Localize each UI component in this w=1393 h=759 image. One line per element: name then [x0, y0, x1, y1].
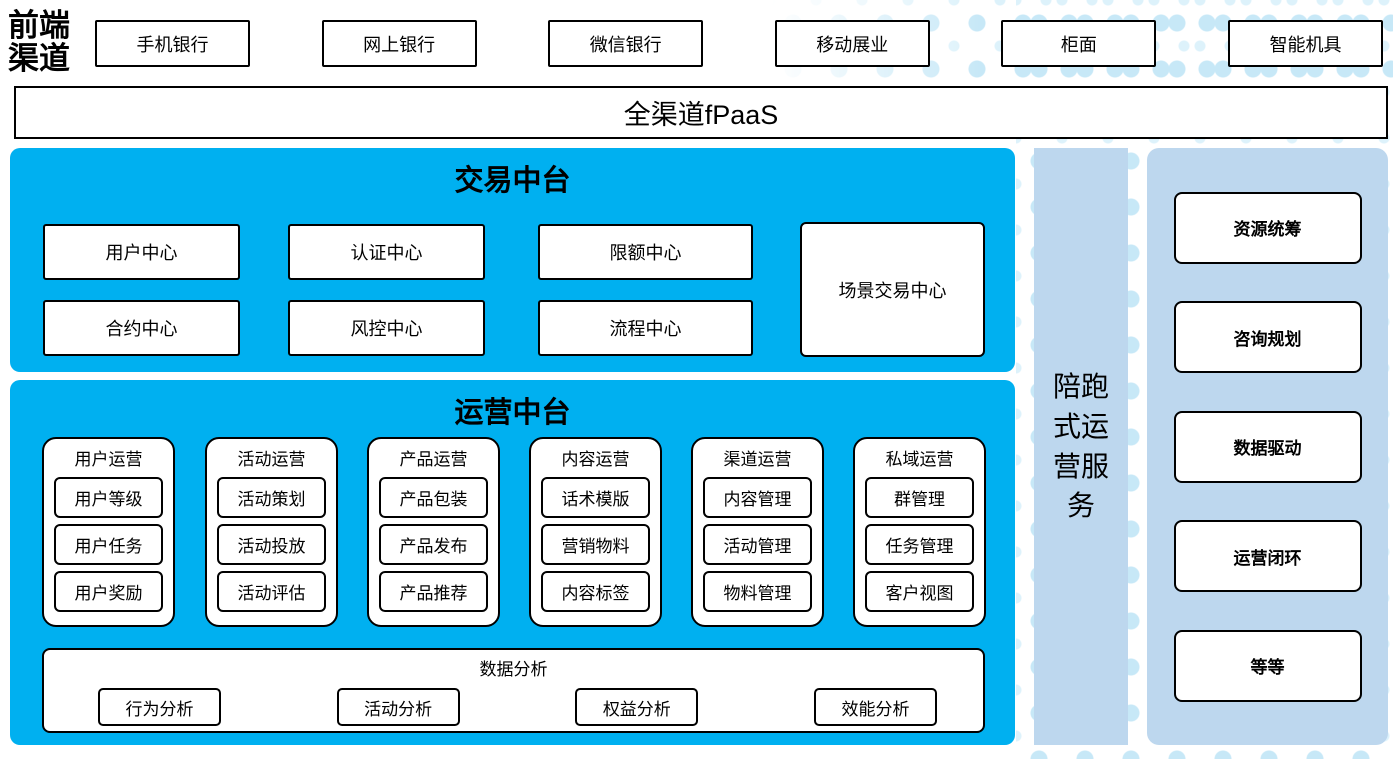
op-item: 任务管理 — [865, 524, 974, 565]
op-column-header: 私域运营 — [885, 450, 954, 469]
companion-service-bar: 陪跑式运营服务 — [1034, 148, 1128, 745]
op-column-header: 活动运营 — [237, 450, 306, 469]
op-column-user: 用户运营 用户等级 用户任务 用户奖励 — [42, 437, 175, 627]
op-item: 用户奖励 — [54, 571, 163, 612]
op-item: 用户任务 — [54, 524, 163, 565]
companion-service-label: 陪跑式运营服务 — [1052, 371, 1109, 522]
op-item: 内容管理 — [703, 477, 812, 518]
channel-box-mobile-marketing: 移动展业 — [774, 20, 930, 67]
center-box-scene-trading: 场景交易中心 — [800, 222, 985, 357]
channel-box-online-banking: 网上银行 — [321, 20, 477, 67]
analysis-item-rights: 权益分析 — [575, 688, 699, 726]
op-item: 话术模版 — [541, 477, 650, 518]
channel-box-counter: 柜面 — [1001, 20, 1157, 67]
trading-platform-title: 交易中台 — [454, 165, 571, 197]
fpaas-bar: 全渠道fPaaS — [14, 86, 1388, 139]
op-item: 营销物料 — [541, 524, 650, 565]
center-box-user: 用户中心 — [43, 224, 240, 280]
channel-box-smart-machine: 智能机具 — [1227, 20, 1383, 67]
op-item: 用户等级 — [54, 477, 163, 518]
analysis-item-efficiency: 效能分析 — [813, 688, 937, 726]
service-panel: 资源统筹 咨询规划 数据驱动 运营闭环 等等 — [1147, 148, 1388, 745]
op-item: 产品推荐 — [379, 571, 488, 612]
channel-box-mobile-banking: 手机银行 — [95, 20, 250, 67]
op-item: 活动评估 — [217, 571, 326, 612]
center-box-auth: 认证中心 — [288, 224, 485, 280]
op-column-private-domain: 私域运营 群管理 任务管理 客户视图 — [853, 437, 986, 627]
op-item: 活动投放 — [217, 524, 326, 565]
channel-box-wechat-banking: 微信银行 — [548, 20, 704, 67]
op-column-product: 产品运营 产品包装 产品发布 产品推荐 — [367, 437, 500, 627]
trading-platform-section: 交易中台 用户中心 认证中心 限额中心 合约中心 风控中心 流程中心 场景交易中… — [10, 148, 1015, 372]
service-box-data-driven: 数据驱动 — [1173, 410, 1362, 483]
op-column-channel: 渠道运营 内容管理 活动管理 物料管理 — [691, 437, 824, 627]
analysis-item-behavior: 行为分析 — [98, 688, 221, 726]
op-column-header: 渠道运营 — [723, 450, 792, 469]
data-analysis-items: 行为分析 活动分析 权益分析 效能分析 — [44, 680, 983, 726]
service-box-etc: 等等 — [1173, 629, 1362, 702]
operation-platform-section: 运营中台 用户运营 用户等级 用户任务 用户奖励 活动运营 活动策划 活动投放 … — [10, 380, 1015, 745]
center-box-contract: 合约中心 — [43, 300, 240, 356]
center-box-limit: 限额中心 — [538, 224, 753, 280]
op-column-content: 内容运营 话术模版 营销物料 内容标签 — [529, 437, 662, 627]
service-box-resource: 资源统筹 — [1173, 191, 1362, 264]
front-channels-label: 前端渠道 — [8, 8, 70, 76]
center-box-process: 流程中心 — [538, 300, 753, 356]
op-item: 活动策划 — [217, 477, 326, 518]
op-item: 产品发布 — [379, 524, 488, 565]
data-analysis-bar: 数据分析 行为分析 活动分析 权益分析 效能分析 — [42, 648, 985, 733]
analysis-item-activity: 活动分析 — [336, 688, 460, 726]
center-box-risk: 风控中心 — [288, 300, 485, 356]
op-item: 物料管理 — [703, 571, 812, 612]
service-box-closed-loop: 运营闭环 — [1173, 520, 1362, 592]
op-column-header: 用户运营 — [74, 450, 143, 469]
data-analysis-title: 数据分析 — [479, 660, 548, 679]
op-item: 内容标签 — [541, 571, 650, 612]
op-column-header: 产品运营 — [399, 450, 468, 469]
front-channels-row: 手机银行 网上银行 微信银行 移动展业 柜面 智能机具 — [95, 20, 1383, 67]
op-column-header: 内容运营 — [561, 450, 630, 469]
op-column-activity: 活动运营 活动策划 活动投放 活动评估 — [205, 437, 338, 627]
op-item: 客户视图 — [865, 571, 974, 612]
operation-platform-title: 运营中台 — [454, 397, 571, 429]
op-item: 活动管理 — [703, 524, 812, 565]
service-box-consulting: 咨询规划 — [1173, 301, 1362, 373]
op-item: 产品包装 — [379, 477, 488, 518]
op-item: 群管理 — [865, 477, 974, 518]
